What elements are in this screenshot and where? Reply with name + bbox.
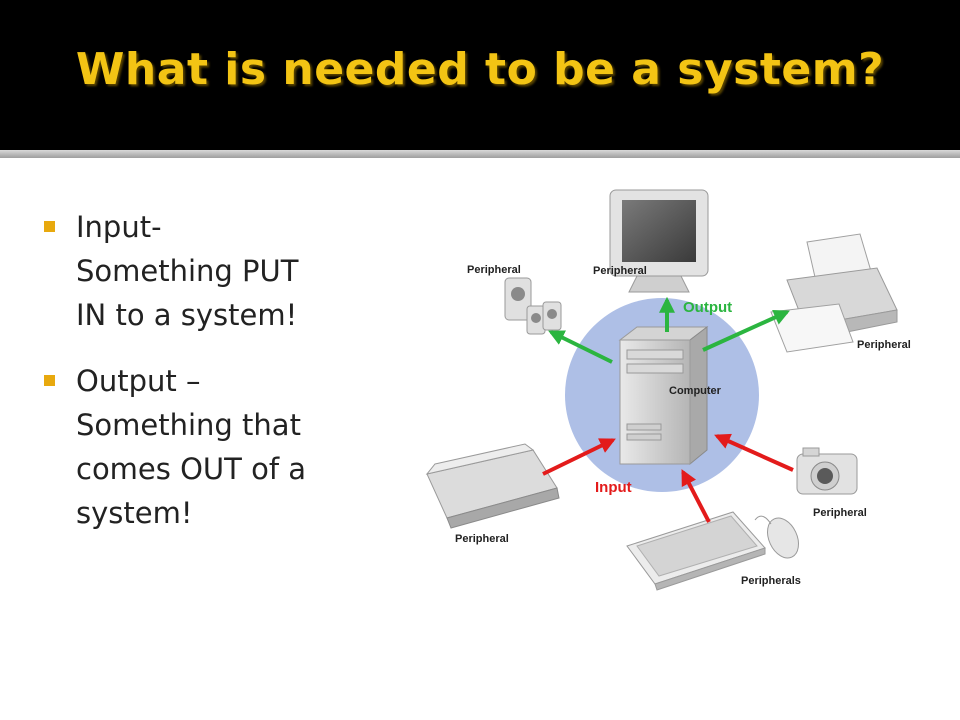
scanner-icon (425, 443, 560, 529)
bullet-square-icon (44, 375, 55, 386)
bullet-line: system! (76, 496, 193, 530)
output-arrow-printer (702, 309, 790, 352)
bullet-line: IN to a system! (76, 298, 298, 332)
bullet-line: Something that (76, 408, 301, 442)
title-bar (0, 0, 960, 150)
output-arrow-speakers (548, 330, 613, 364)
scanner-label: Peripheral (455, 533, 509, 545)
speakers-icon (504, 277, 562, 335)
printer-label: Peripheral (857, 339, 911, 351)
input-label: Input (595, 479, 632, 496)
bullet-output: Output – Something that comes OUT of a s… (42, 359, 392, 535)
mouse-icon (754, 515, 799, 559)
computer-label: Computer (669, 385, 722, 397)
bullet-line: comes OUT of a (76, 452, 307, 486)
keyboard-label: Peripherals (741, 575, 801, 587)
bullet-line: Input- (76, 210, 162, 244)
input-arrow-keyboard (681, 469, 711, 523)
computer-tower-icon (618, 325, 709, 466)
output-label: Output (683, 299, 732, 316)
bullet-input: Input- Something PUT IN to a system! (42, 205, 392, 337)
input-arrow-camera (714, 433, 794, 472)
camera-label: Peripheral (813, 507, 867, 519)
monitor-icon (609, 189, 709, 293)
slide-title: What is needed to be a system? (75, 44, 885, 95)
speakers-label: Peripheral (467, 264, 521, 276)
printer-icon (770, 233, 898, 353)
diagram-svg: Computer Peripheral Peripheral Periphera… (425, 189, 911, 591)
camera-icon (796, 447, 858, 495)
bullet-list: Input- Something PUT IN to a system! Out… (42, 205, 392, 557)
input-arrow-scanner (542, 438, 616, 476)
bullet-line: Something PUT (76, 254, 299, 288)
bullet-line: Output – (76, 364, 201, 398)
title-divider (0, 150, 960, 158)
computer-system-diagram: Computer Peripheral Peripheral Periphera… (415, 182, 918, 602)
keyboard-icon (626, 511, 766, 591)
bullet-square-icon (44, 221, 55, 232)
monitor-label: Peripheral (593, 265, 647, 277)
